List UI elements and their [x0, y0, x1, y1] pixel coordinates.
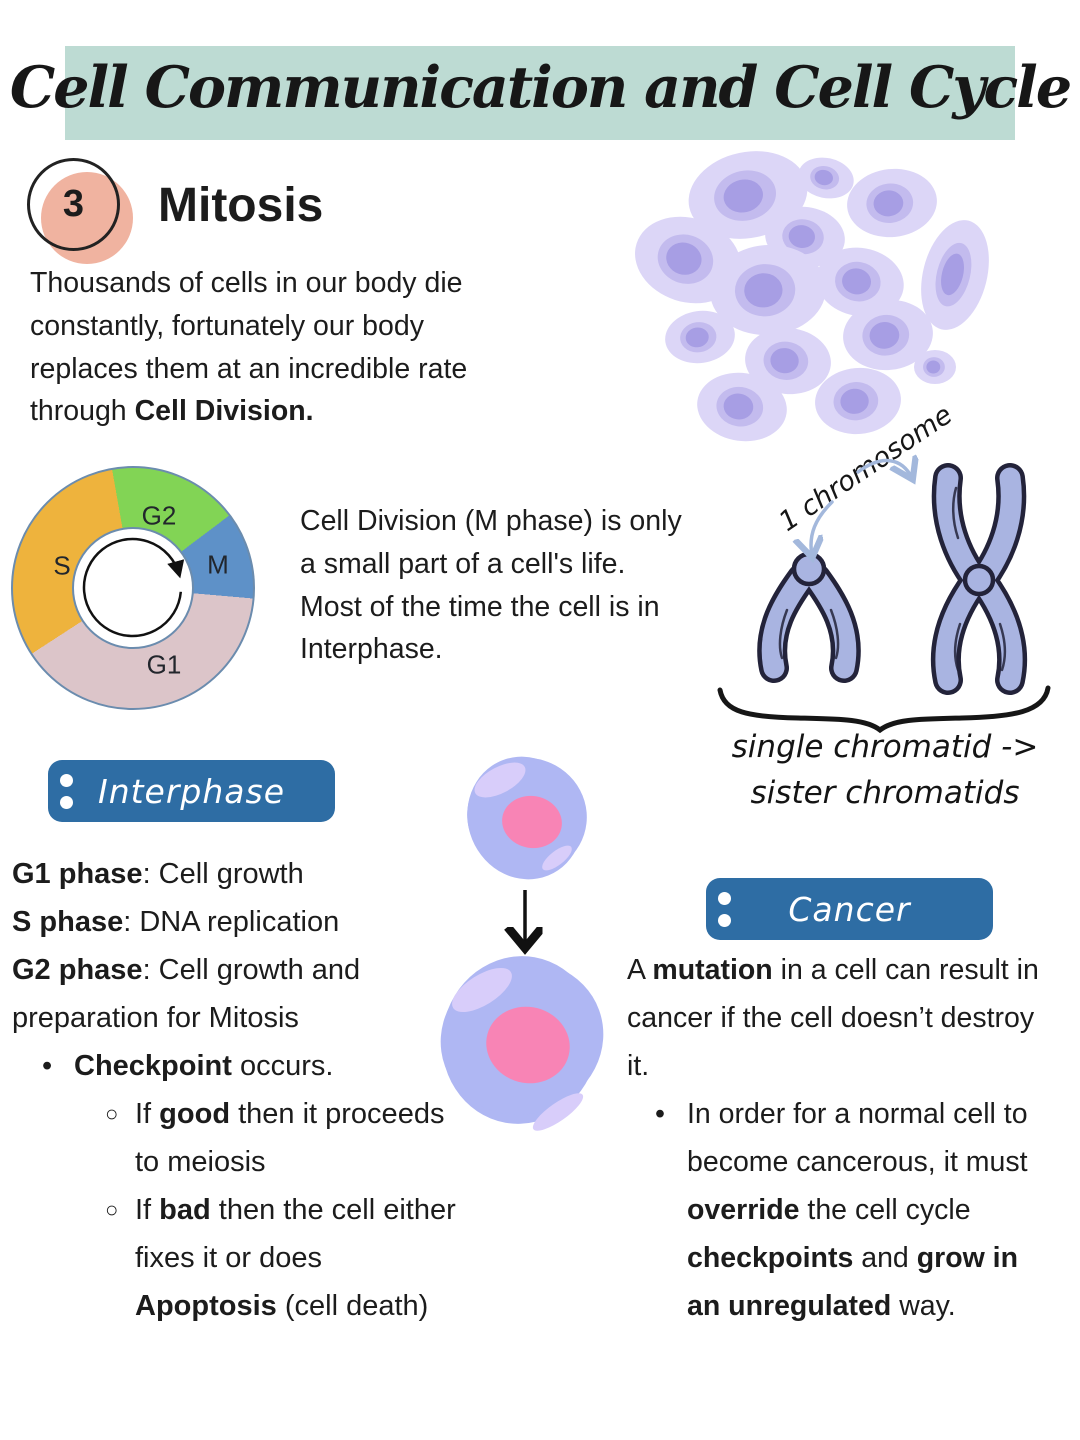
chart-label-g2: G2 — [141, 500, 177, 531]
label-arrow-right-icon — [856, 461, 912, 478]
chart-label-g1: G1 — [146, 649, 182, 680]
hollow-bullet-icon: ○ — [105, 1197, 119, 1222]
badge-dots-icon — [718, 878, 731, 940]
caption-line-1: single chromatid -> — [731, 729, 1039, 765]
chart-label-m: M — [207, 549, 229, 580]
caption-line-2: sister chromatids — [750, 775, 1020, 811]
interphase-badge-label: Interphase — [97, 771, 286, 811]
title-banner — [65, 46, 1015, 140]
cell-cluster-illustration — [635, 151, 989, 442]
bad-sub-bullet: ○ If bad then the cell either fixes it o… — [105, 1186, 460, 1330]
cancer-badge: Cancer — [695, 878, 1002, 949]
interphase-badge: Interphase — [37, 760, 344, 831]
cycle-note-paragraph: Cell Division (M phase) is only a small … — [300, 505, 682, 666]
cancer-bullet-text: In order for a normal cell to become can… — [687, 1098, 1028, 1322]
checkpoint-bullet: • Checkpoint occurs. — [42, 1042, 460, 1090]
small-cell-icon — [467, 756, 587, 880]
chromosome-caption: single chromatid -> sister chromatids — [690, 724, 1080, 816]
cell-growth-illustration — [440, 756, 604, 1131]
section-number-badge: 3 — [27, 158, 120, 251]
checkpoint-text: Checkpoint occurs. — [74, 1050, 334, 1082]
intro-paragraph: Thousands of cells in our body die const… — [30, 267, 468, 428]
s-phase-line: S phase: DNA replication — [12, 906, 340, 938]
cancer-paragraph: A mutation in a cell can result in cance… — [627, 954, 1039, 1082]
large-cell-icon — [440, 956, 604, 1131]
curly-brace-icon — [717, 685, 1051, 734]
cancer-notes: A mutation in a cell can result in cance… — [627, 946, 1039, 1330]
good-sub-bullet: ○ If good then it proceeds to meiosis — [105, 1090, 460, 1186]
section-number: 3 — [62, 183, 85, 225]
label-arrow-left-icon — [811, 500, 834, 556]
g2-phase-line: G2 phase: Cell growth and preparation fo… — [12, 954, 361, 1034]
bullet-icon: • — [655, 1098, 665, 1130]
page-title: Cell Communication and Cell Cycle — [9, 54, 1072, 121]
sister-chromatids-icon — [930, 463, 1028, 695]
hollow-bullet-icon: ○ — [105, 1101, 119, 1126]
cell-cycle-donut-chart: G2 M G1 S — [11, 466, 255, 710]
g1-phase-line: G1 phase: Cell growth — [12, 858, 304, 890]
donut-hole — [71, 526, 194, 649]
cancer-badge-label: Cancer — [788, 889, 911, 929]
single-chromatid-icon — [757, 551, 861, 683]
chart-label-s: S — [53, 550, 71, 581]
good-sub-bullet-text: If good then it proceeds to meiosis — [135, 1098, 445, 1178]
cycle-direction-arrow-icon — [82, 537, 184, 637]
cancer-bullet: • In order for a normal cell to become c… — [655, 1090, 1039, 1330]
bullet-icon: • — [42, 1050, 53, 1082]
interphase-notes: G1 phase: Cell growth S phase: DNA repli… — [12, 850, 460, 1330]
bad-sub-bullet-text: If bad then the cell either fixes it or … — [135, 1194, 456, 1322]
section-title: Mitosis — [158, 179, 324, 232]
badge-dots-icon — [60, 760, 73, 822]
